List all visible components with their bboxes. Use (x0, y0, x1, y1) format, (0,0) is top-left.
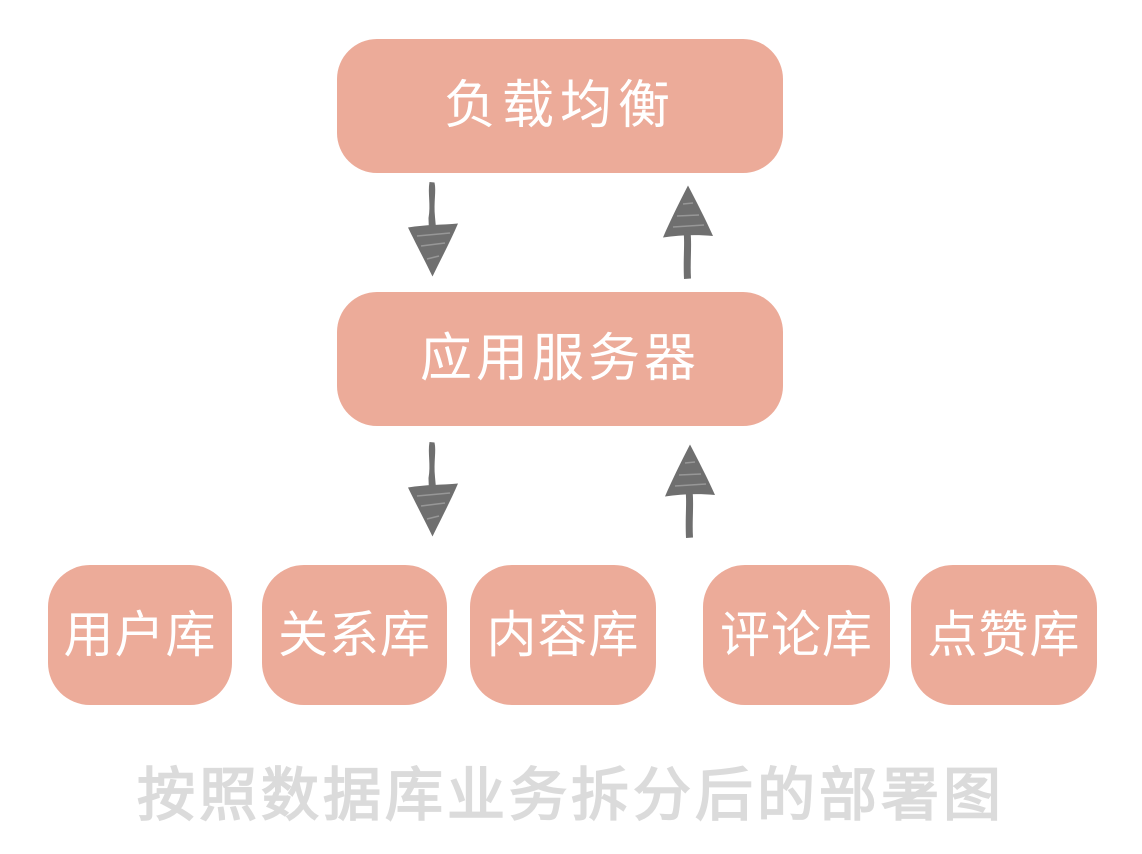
db-box-relation: 关系库 (262, 565, 447, 705)
arrow-up-icon (662, 441, 718, 541)
app-server-box: 应用服务器 (337, 292, 783, 426)
db-box-comment: 评论库 (703, 565, 890, 705)
load-balancer-box: 负载均衡 (337, 39, 783, 173)
db-content-label: 内容库 (486, 606, 640, 664)
load-balancer-label: 负载均衡 (443, 76, 676, 136)
arrow-up-icon (660, 182, 716, 282)
arrow-down-icon (405, 180, 461, 280)
db-box-like: 点赞库 (911, 565, 1097, 705)
db-like-label: 点赞库 (927, 606, 1081, 664)
db-box-content: 内容库 (470, 565, 656, 705)
db-box-user: 用户库 (48, 565, 232, 705)
arrow-down-icon (405, 440, 461, 540)
diagram-caption: 按照数据库业务拆分后的部署图 (136, 761, 1005, 829)
db-relation-label: 关系库 (278, 606, 431, 664)
db-user-label: 用户库 (63, 606, 217, 664)
db-comment-label: 评论库 (720, 606, 873, 664)
app-server-label: 应用服务器 (419, 329, 700, 389)
